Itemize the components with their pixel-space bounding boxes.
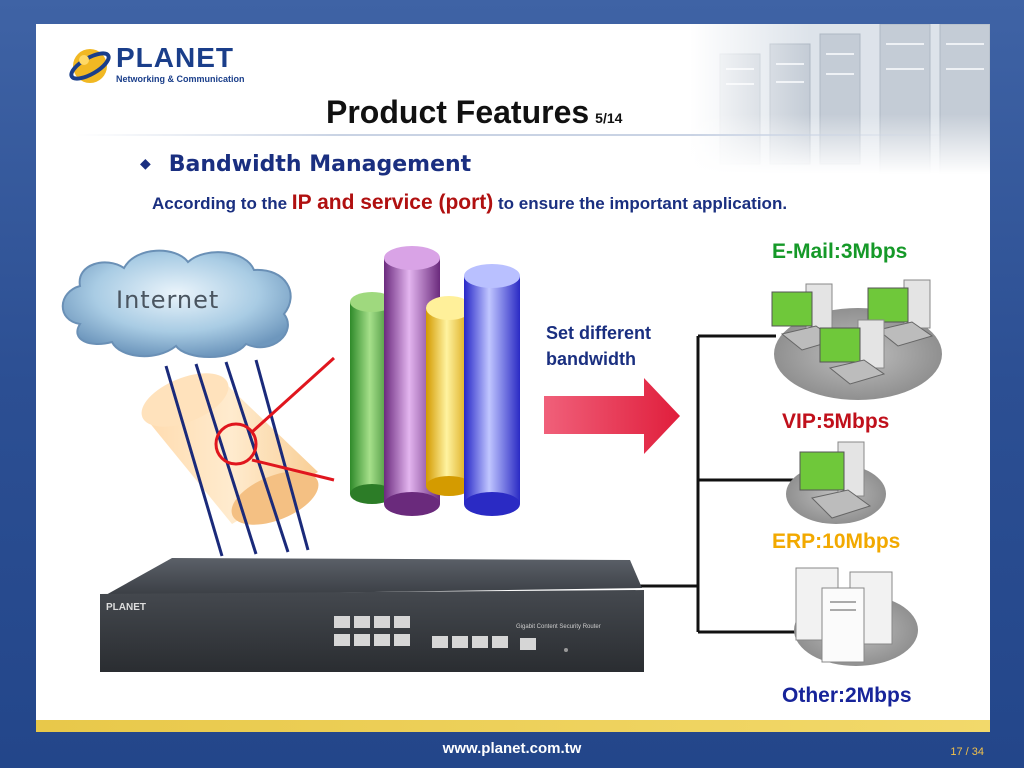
branch-lines: [636, 334, 796, 634]
bullet-heading-text: Bandwidth Management: [168, 152, 472, 177]
diamond-bullet-icon: ◆: [140, 156, 151, 172]
tier-label-erp: ERP:10Mbps: [772, 530, 901, 553]
tier-label-vip: VIP:5Mbps: [782, 410, 890, 433]
arrow-caption: Set different bandwidth: [546, 323, 652, 369]
page-title-text: Product Features: [326, 94, 590, 130]
footer-url: www.planet.com.tw: [442, 740, 582, 757]
description-after: to ensure the important application.: [493, 194, 788, 213]
page-title: Product Features 5/14: [326, 94, 622, 131]
right-arrow-icon: [544, 378, 680, 454]
email-computers-icon: [771, 279, 942, 400]
logo-tagline: Networking & Communication: [116, 74, 245, 84]
page-counter: 17 / 34: [950, 746, 984, 758]
vip-computer-icon: [786, 441, 886, 524]
logo-wordmark: PLANET: [116, 42, 234, 73]
router-brand-label: PLANET: [106, 602, 146, 613]
router-model-label: Gigabit Content Security Router: [516, 624, 601, 630]
bandwidth-diagram: [61, 246, 942, 672]
internet-cloud-label: Internet: [116, 286, 220, 314]
router-device-icon: [100, 558, 644, 672]
internet-cloud-icon: [61, 249, 292, 358]
tier-label-email: E-Mail:3Mbps: [772, 240, 908, 263]
server-room-image: [690, 24, 990, 174]
magnify-marker-icon: [214, 356, 336, 482]
bullet-heading: ◆ Bandwidth Management: [140, 152, 471, 177]
tier-label-other: Other:2Mbps: [782, 684, 912, 707]
footer-accent-bar: [36, 720, 990, 732]
bandwidth-pipes: [350, 246, 520, 516]
planet-logo: PLANET Networking & Communication: [68, 40, 245, 90]
description-highlight: IP and service (port): [291, 191, 494, 214]
planet-globe-icon: [69, 49, 111, 83]
page-title-counter: 5/14: [595, 110, 623, 126]
description-before: According to the: [152, 194, 292, 213]
slide-canvas: PLANET Networking & Communication Produc…: [36, 24, 990, 720]
traffic-cables: [164, 359, 310, 557]
erp-servers-icon: [794, 567, 918, 666]
title-divider: [76, 134, 956, 136]
traffic-tube-icon: [141, 373, 319, 525]
description-line: According to the IP and service (port) t…: [152, 191, 787, 215]
